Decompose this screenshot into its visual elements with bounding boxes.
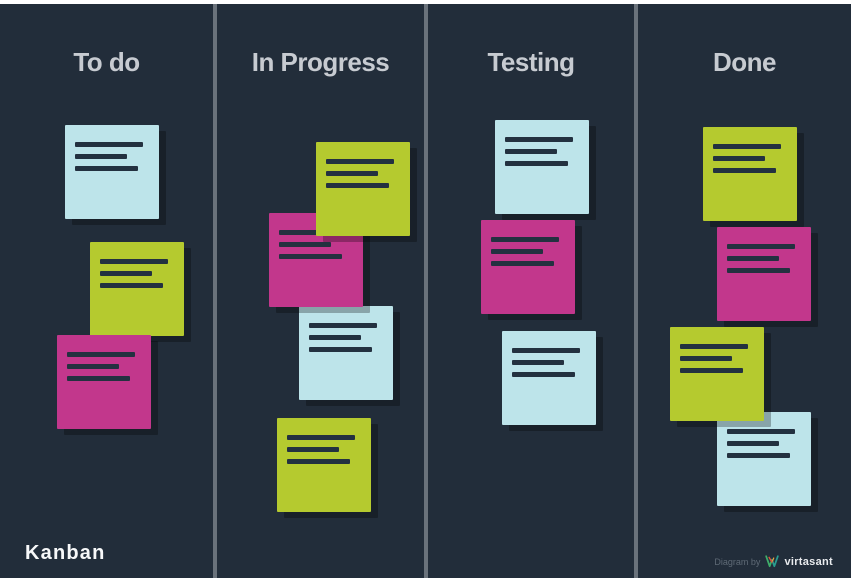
- note-text-line: [727, 453, 790, 458]
- note-text-line: [727, 441, 779, 446]
- note-text-line: [67, 352, 135, 357]
- column-divider-1: [213, 4, 217, 578]
- note-text-line: [287, 447, 339, 452]
- sticky-note-magenta[interactable]: [717, 227, 811, 321]
- note-text-line: [512, 360, 564, 365]
- note-text-line: [75, 166, 138, 171]
- note-text-line: [727, 256, 779, 261]
- note-text-line: [491, 237, 559, 242]
- note-text-line: [727, 244, 795, 249]
- note-text-line: [680, 344, 748, 349]
- note-text-line: [287, 459, 350, 464]
- attribution-prefix: Diagram by: [714, 556, 761, 567]
- note-text-line: [326, 159, 394, 164]
- note-text-line: [713, 156, 765, 161]
- column-divider-3: [634, 4, 638, 578]
- note-text-line: [326, 183, 389, 188]
- sticky-note-magenta[interactable]: [57, 335, 151, 429]
- note-text-line: [505, 161, 568, 166]
- sticky-note-green[interactable]: [703, 127, 797, 221]
- sticky-note-green[interactable]: [90, 242, 184, 336]
- attribution-brand: virtasant: [784, 555, 833, 568]
- note-text-line: [67, 364, 119, 369]
- board-title: Kanban: [25, 542, 106, 564]
- kanban-board: To do In Progress Testing Done Kanban Di…: [0, 4, 851, 578]
- note-text-line: [505, 149, 557, 154]
- note-text-line: [727, 429, 795, 434]
- note-text-line: [75, 154, 127, 159]
- sticky-note-green[interactable]: [316, 142, 410, 236]
- sticky-note-cyan[interactable]: [495, 120, 589, 214]
- note-text-line: [67, 376, 130, 381]
- note-text-line: [100, 271, 152, 276]
- note-text-line: [75, 142, 143, 147]
- attribution: Diagram by virtasant: [714, 555, 833, 568]
- note-text-line: [727, 268, 790, 273]
- sticky-note-cyan[interactable]: [299, 306, 393, 400]
- note-text-line: [326, 171, 378, 176]
- note-text-line: [491, 261, 554, 266]
- note-text-line: [512, 348, 580, 353]
- virtasant-logo-icon: [765, 555, 780, 568]
- note-text-line: [279, 254, 342, 259]
- sticky-note-green[interactable]: [670, 327, 764, 421]
- sticky-note-magenta[interactable]: [481, 220, 575, 314]
- column-divider-2: [424, 4, 428, 578]
- note-text-line: [680, 368, 743, 373]
- column-header-done: Done: [713, 46, 777, 77]
- note-text-line: [279, 230, 347, 235]
- column-header-testing: Testing: [487, 46, 575, 77]
- note-text-line: [505, 137, 573, 142]
- note-text-line: [279, 242, 331, 247]
- sticky-note-cyan[interactable]: [65, 125, 159, 219]
- note-text-line: [491, 249, 543, 254]
- note-text-line: [512, 372, 575, 377]
- column-header-in-progress: In Progress: [251, 46, 390, 77]
- sticky-note-cyan[interactable]: [717, 412, 811, 506]
- note-text-line: [100, 259, 168, 264]
- note-text-line: [100, 283, 163, 288]
- note-text-line: [287, 435, 355, 440]
- note-text-line: [309, 335, 361, 340]
- note-text-line: [309, 323, 377, 328]
- note-text-line: [713, 168, 776, 173]
- note-text-line: [713, 144, 781, 149]
- note-text-line: [309, 347, 372, 352]
- sticky-note-green[interactable]: [277, 418, 371, 512]
- note-text-line: [680, 356, 732, 361]
- sticky-note-cyan[interactable]: [502, 331, 596, 425]
- column-header-todo: To do: [73, 46, 140, 77]
